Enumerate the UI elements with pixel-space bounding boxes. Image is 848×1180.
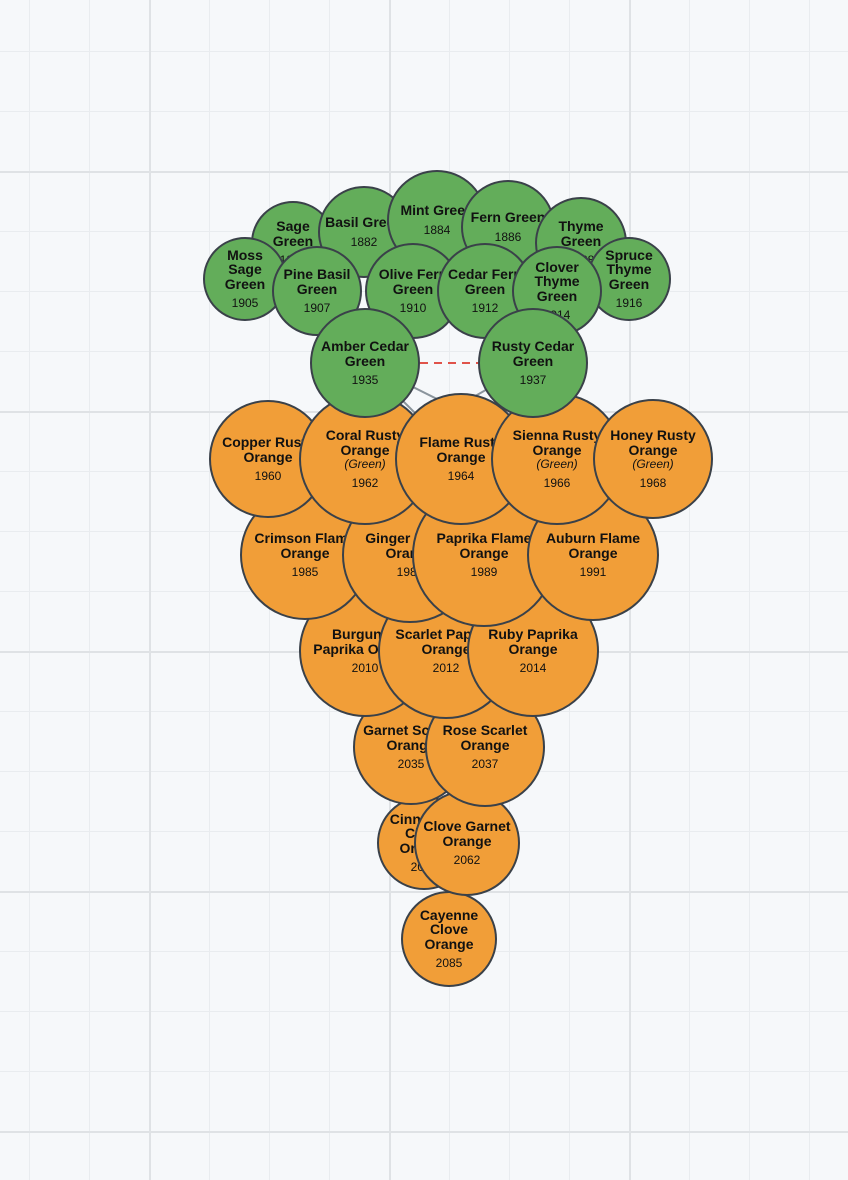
node-name: Moss Sage Green: [224, 246, 266, 292]
node-rusty[interactable]: Rusty Cedar Green 1937: [478, 308, 588, 418]
node-year: 2037: [471, 757, 499, 771]
node-year: 1991: [579, 565, 607, 579]
node-year: 1966: [543, 476, 571, 490]
node-spruce[interactable]: Spruce Thyme Green 1916: [587, 237, 671, 321]
node-name: Basil Green: [325, 214, 403, 231]
node-year: 1968: [639, 476, 667, 490]
node-name: Cedar Fern Green: [448, 266, 522, 297]
node-year: 1910: [399, 301, 427, 315]
node-name: Rose Scarlet Orange: [442, 722, 528, 753]
node-year: 1886: [494, 229, 522, 244]
node-year: 1985: [291, 565, 319, 579]
node-year: 1884: [423, 222, 451, 237]
node-clovegarnet[interactable]: Clove Garnet Orange 2062: [414, 790, 520, 896]
node-name: Copper Rusty Orange: [222, 434, 314, 465]
node-year: 2085: [435, 956, 463, 971]
node-name: Amber Cedar Green: [321, 338, 409, 369]
node-year: 1916: [615, 296, 643, 311]
node-subtitle: (Green): [536, 457, 578, 471]
node-subtitle: (Green): [632, 457, 674, 471]
node-name: Coral Rusty Orange: [325, 427, 405, 458]
node-year: 1989: [470, 565, 498, 579]
node-year: 1905: [231, 296, 259, 311]
node-year: 2010: [351, 661, 379, 675]
node-name: Pine Basil Green: [283, 266, 351, 297]
node-name: Ruby Paprika Orange: [488, 626, 578, 657]
node-name: Sage Green: [272, 218, 314, 249]
node-name: Cayenne Clove Orange: [419, 906, 479, 952]
node-name: Honey Rusty Orange: [610, 427, 696, 458]
node-name: Olive Fern Green: [378, 266, 448, 297]
node-name: Fern Green: [470, 209, 546, 226]
node-year: 1907: [303, 301, 331, 315]
node-name: Clove Garnet Orange: [423, 818, 511, 849]
node-name: Thyme Green: [558, 218, 604, 249]
node-name: Rusty Cedar Green: [491, 338, 575, 369]
node-honey[interactable]: Honey Rusty Orange(Green) 1968: [593, 399, 713, 519]
node-year: 2062: [453, 853, 481, 867]
node-year: 2035: [397, 757, 425, 771]
node-year: 1912: [471, 301, 499, 315]
node-year: 1882: [350, 234, 378, 249]
node-year: 1937: [519, 373, 547, 387]
node-name: Sienna Rusty Orange: [512, 427, 602, 458]
node-year: 1960: [254, 469, 282, 483]
node-year: 2014: [519, 661, 547, 675]
node-name: Paprika Flame Orange: [436, 530, 532, 561]
node-subtitle: (Green): [344, 457, 386, 471]
node-name: Clover Thyme Green: [534, 258, 580, 304]
node-name: Crimson Flame Orange: [254, 530, 356, 561]
node-year: 1964: [447, 469, 475, 483]
node-year: 1962: [351, 476, 379, 490]
node-cayenne[interactable]: Cayenne Clove Orange 2085: [401, 891, 497, 987]
node-year: 2012: [432, 661, 460, 675]
node-name: Mint Green: [400, 202, 474, 219]
node-name: Spruce Thyme Green: [605, 246, 653, 292]
node-name: Flame Rusty Orange: [419, 434, 503, 465]
node-year: 1935: [351, 373, 379, 387]
node-name: Auburn Flame Orange: [545, 530, 641, 561]
node-amber[interactable]: Amber Cedar Green 1935: [310, 308, 420, 418]
